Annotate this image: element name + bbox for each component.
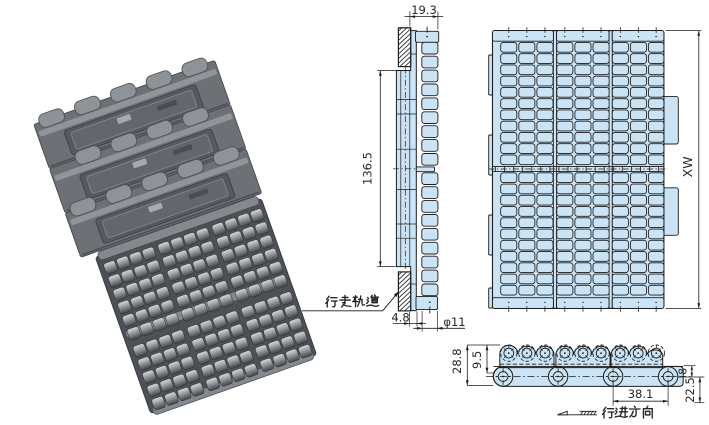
section-view: 19.3 136.5 4.8 φ11 行走轨道 <box>302 3 466 332</box>
side-belt-body <box>486 344 692 387</box>
travel-direction-arrow-icon <box>557 410 597 416</box>
dim-back-height: 22.5 <box>683 377 697 403</box>
dim-pitch: 38.1 <box>628 387 654 401</box>
side-view: 28.8 9.5 8 22.5 38.1 行进方向 <box>450 344 705 419</box>
iso-belt-roller-top <box>95 196 317 415</box>
top-roller-grid <box>500 27 665 312</box>
dim-roller-protrusion: 9.5 <box>470 351 484 369</box>
dim-overall-height: 28.8 <box>450 348 464 374</box>
dim-rail-offset: 4.8 <box>391 311 409 325</box>
dim-top-clearance: 8 <box>677 368 690 375</box>
dim-belt-thickness: 19.3 <box>411 3 437 17</box>
dim-belt-width: XW <box>680 156 695 177</box>
walking-rail-hatch-blocks <box>397 27 412 312</box>
section-roller-column <box>415 26 440 314</box>
iso-render-3d <box>33 57 317 415</box>
iso-belt-underside <box>33 57 262 258</box>
dim-rail-span: 136.5 <box>361 152 375 185</box>
dim-roller-diameter: φ11 <box>443 315 465 329</box>
label-travel-direction-glyphs <box>601 405 653 419</box>
label-walking-rail-glyphs <box>325 294 380 308</box>
top-view: XW <box>488 27 702 312</box>
top-hinge-joint <box>488 165 668 173</box>
